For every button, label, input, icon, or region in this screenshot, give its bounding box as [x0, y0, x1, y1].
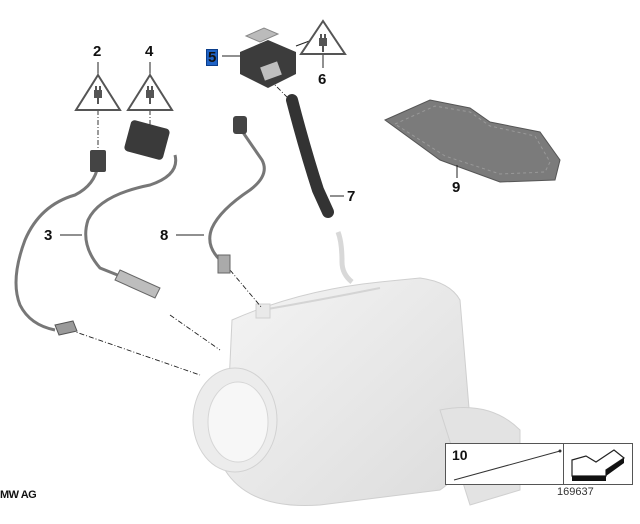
diagram-reference-number: 169637: [557, 486, 594, 498]
hose-7: [286, 94, 334, 218]
callout-5[interactable]: 5: [205, 49, 219, 66]
legend-box-item-10[interactable]: 10: [445, 443, 633, 485]
callout-3[interactable]: 3: [44, 227, 53, 244]
wire-icon: [453, 449, 562, 481]
plug-icon: [94, 34, 327, 104]
callout-7[interactable]: 7: [347, 188, 356, 205]
callout-6[interactable]: 6: [318, 71, 327, 88]
oxygen-sensor-4: [84, 120, 178, 299]
callout-4[interactable]: 4: [145, 43, 154, 60]
bracket-9: [384, 99, 561, 183]
copyright-text: MW AG: [0, 489, 37, 501]
legend-item-number: 10: [452, 447, 468, 463]
legend-divider: [563, 444, 564, 484]
arrow-left-down-icon: [571, 449, 626, 481]
leader-lines: [69, 79, 291, 376]
callout-2[interactable]: 2: [93, 43, 102, 60]
pressure-sensor-5: [240, 27, 296, 88]
temperature-sensor-8: [208, 116, 266, 274]
particulate-filter: [192, 231, 521, 507]
callout-8[interactable]: 8: [160, 227, 169, 244]
callout-9[interactable]: 9: [452, 179, 461, 196]
exhaust-sensor-cable-2: [14, 150, 106, 336]
